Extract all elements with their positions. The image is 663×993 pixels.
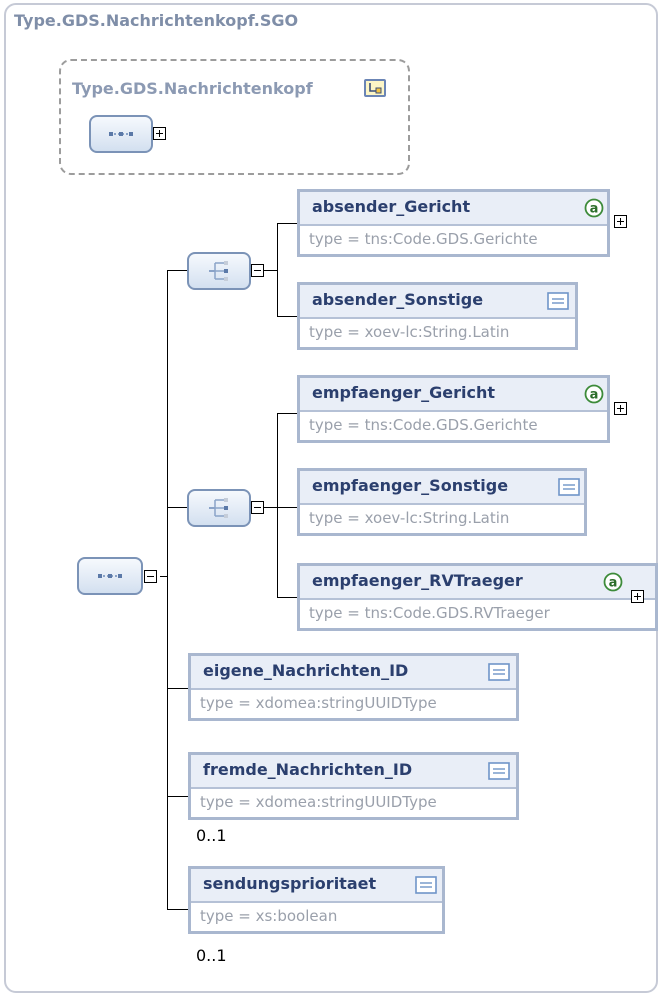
svg-text:a: a: [590, 388, 599, 403]
connector: [277, 507, 297, 508]
element-name: fremde_Nachrichten_ID: [203, 760, 413, 779]
svg-text:a: a: [590, 202, 599, 217]
choice-compositor[interactable]: [187, 489, 251, 527]
complex-type-title: Type.GDS.Nachrichtenkopf.SGO: [14, 11, 299, 30]
connector: [277, 413, 297, 414]
element-type: type = xoev-lc:String.Latin: [309, 509, 510, 527]
connector: [277, 597, 297, 598]
collapse-icon[interactable]: [251, 501, 264, 514]
element-name: absender_Gericht: [312, 197, 471, 216]
sequence-icon: [98, 574, 122, 578]
connector: [277, 223, 297, 224]
element-empfaenger-gericht[interactable]: empfaenger_Gericht a type = tns:Code.GDS…: [297, 375, 610, 443]
connector: [167, 507, 187, 508]
connector: [264, 270, 277, 271]
occurrence-label: 0..1: [196, 946, 227, 965]
attribute-icon: a: [584, 384, 604, 404]
element-name: empfaenger_RVTraeger: [312, 571, 523, 590]
element-name: empfaenger_Sonstige: [312, 476, 509, 495]
connector: [277, 223, 278, 316]
group-reference-title: Type.GDS.Nachrichtenkopf: [72, 79, 313, 98]
element-fremde-nachrichten-id[interactable]: fremde_Nachrichten_ID type = xdomea:stri…: [188, 752, 519, 820]
element-absender-sonstige[interactable]: absender_Sonstige type = xoev-lc:String.…: [297, 282, 578, 350]
connector: [167, 270, 168, 910]
group-sequence-compositor[interactable]: [89, 115, 153, 153]
element-type: type = xs:boolean: [200, 907, 338, 925]
text-content-icon: [547, 292, 569, 310]
expand-icon[interactable]: [153, 127, 166, 140]
connector: [167, 796, 188, 797]
element-name: sendungsprioritaet: [203, 874, 377, 893]
element-sendungsprioritaet[interactable]: sendungsprioritaet type = xs:boolean: [188, 866, 445, 934]
choice-icon: [209, 261, 228, 281]
text-content-icon: [558, 478, 580, 496]
element-empfaenger-sonstige[interactable]: empfaenger_Sonstige type = xoev-lc:Strin…: [297, 468, 587, 536]
collapse-icon[interactable]: [251, 264, 264, 277]
element-type: type = tns:Code.GDS.Gerichte: [309, 416, 538, 434]
connector: [167, 688, 188, 689]
connector: [160, 576, 167, 577]
connector: [277, 316, 297, 317]
svg-text:a: a: [609, 576, 618, 591]
attribute-icon: a: [603, 572, 623, 592]
occurrence-label: 0..1: [196, 826, 227, 845]
connector: [167, 909, 188, 910]
element-type: type = xdomea:stringUUIDType: [200, 694, 437, 712]
element-type: type = xoev-lc:String.Latin: [309, 323, 510, 341]
connector: [264, 507, 277, 508]
sequence-icon: [109, 132, 133, 136]
element-absender-gericht[interactable]: absender_Gericht a type = tns:Code.GDS.G…: [297, 189, 610, 257]
text-content-icon: [415, 876, 437, 894]
element-name: absender_Sonstige: [312, 290, 484, 309]
element-type: type = tns:Code.GDS.RVTraeger: [309, 604, 550, 622]
group-reference-box: Type.GDS.Nachrichtenkopf: [59, 59, 410, 175]
expand-icon[interactable]: [614, 402, 627, 415]
element-name: empfaenger_Gericht: [312, 383, 496, 402]
choice-compositor[interactable]: [187, 252, 251, 290]
element-empfaenger-rvtraeger[interactable]: empfaenger_RVTraeger a type = tns:Code.G…: [297, 563, 658, 631]
reference-link-icon: [364, 79, 386, 97]
connector: [167, 270, 187, 271]
connector: [277, 413, 278, 597]
sequence-compositor[interactable]: [77, 557, 143, 595]
element-eigene-nachrichten-id[interactable]: eigene_Nachrichten_ID type = xdomea:stri…: [188, 653, 519, 721]
element-name: eigene_Nachrichten_ID: [203, 661, 409, 680]
element-type: type = xdomea:stringUUIDType: [200, 793, 437, 811]
collapse-icon[interactable]: [144, 570, 157, 583]
text-content-icon: [488, 663, 510, 681]
expand-icon[interactable]: [614, 215, 627, 228]
attribute-icon: a: [584, 198, 604, 218]
choice-icon: [209, 498, 228, 518]
expand-icon[interactable]: [631, 590, 644, 603]
text-content-icon: [488, 762, 510, 780]
element-type: type = tns:Code.GDS.Gerichte: [309, 230, 538, 248]
